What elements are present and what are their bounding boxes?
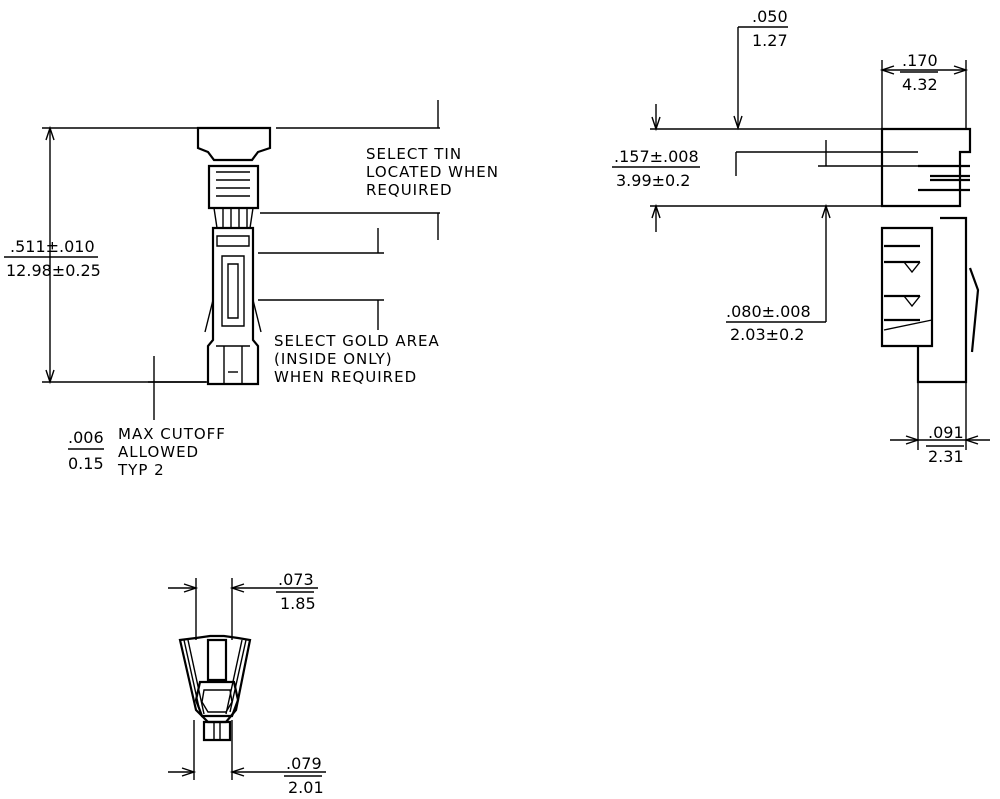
top-in-label: .073	[278, 570, 314, 589]
cutoff-note-line1: MAX CUTOFF	[118, 425, 226, 443]
gold-note-line3: WHEN REQUIRED	[274, 368, 417, 386]
bottom-mm-label: 2.01	[288, 778, 324, 797]
gold-note-line2: (INSIDE ONLY)	[274, 350, 393, 368]
length-mm-label: 12.98±0.25	[6, 261, 101, 280]
cutoff-note-line2: ALLOWED	[118, 443, 199, 461]
end-view	[178, 634, 252, 742]
bottom-in-label: .079	[286, 754, 322, 773]
top-mm-label: 1.85	[280, 594, 316, 613]
length-in-label: .511±.010	[10, 237, 95, 256]
gold-note-line1: SELECT GOLD AREA	[274, 332, 440, 350]
tin-note-line2: LOCATED WHEN	[366, 163, 499, 181]
pitch-mm-label: 1.27	[752, 31, 788, 50]
side-dimensions	[612, 26, 990, 450]
gold-mm-label: 2.03±0.2	[730, 325, 804, 344]
cutoff-in-label: .006	[68, 428, 104, 447]
side-view	[880, 127, 980, 384]
cutoff-mm-label: 0.15	[68, 454, 104, 473]
pitch-in-label: .050	[752, 7, 788, 26]
gold-in-label: .080±.008	[726, 302, 811, 321]
tin-in-label: .157±.008	[614, 147, 699, 166]
front-dimensions	[4, 100, 440, 450]
tin-mm-label: 3.99±0.2	[616, 171, 690, 190]
tail-in-label: .091	[928, 423, 964, 442]
tin-note-line1: SELECT TIN	[366, 145, 462, 163]
cutoff-note-line3: TYP 2	[117, 461, 165, 479]
tin-note-line3: REQUIRED	[366, 181, 453, 199]
end-dimensions	[168, 578, 326, 780]
tail-mm-label: 2.31	[928, 447, 964, 466]
width-in-label: .170	[902, 51, 938, 70]
width-mm-label: 4.32	[902, 75, 938, 94]
front-view	[196, 126, 272, 386]
